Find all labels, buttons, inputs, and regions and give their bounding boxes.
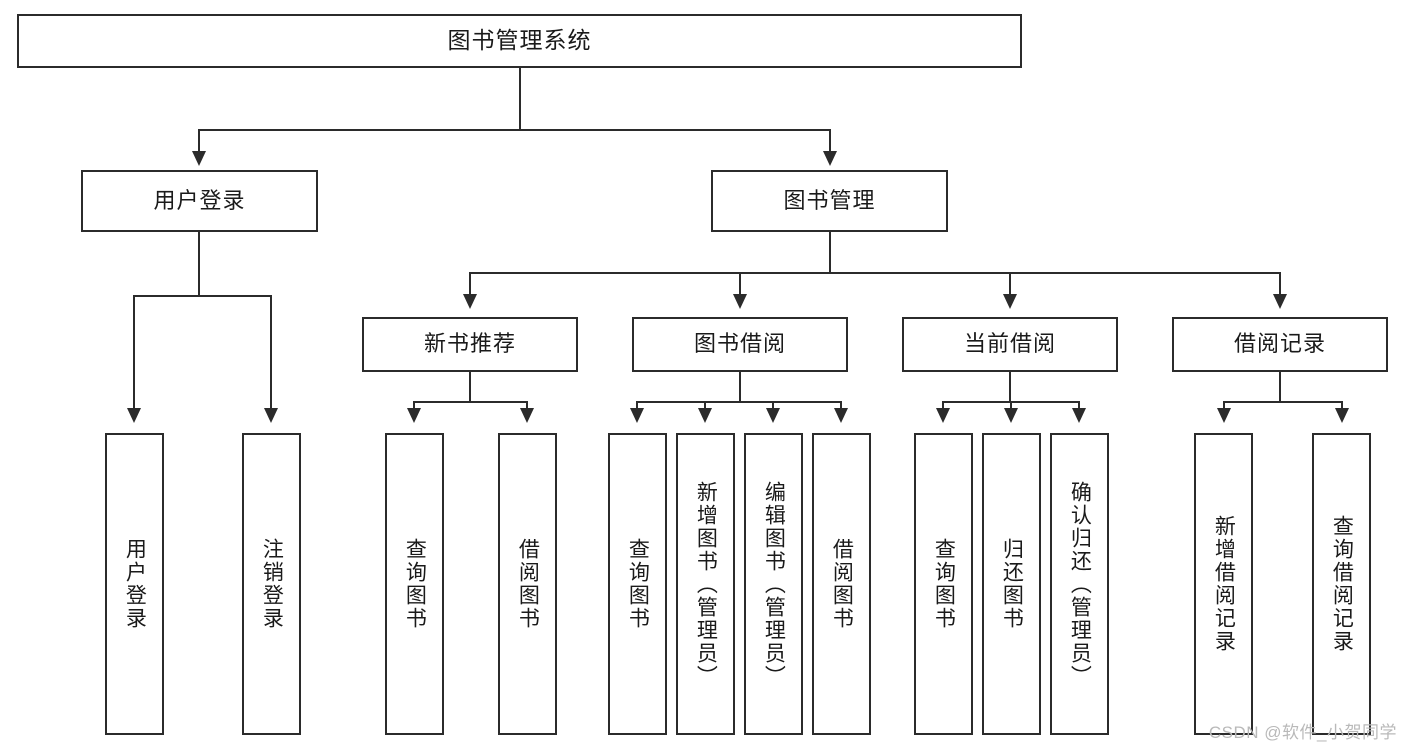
leaf-borrow-record-0[interactable]: 新增借阅记录 [1194, 433, 1253, 735]
edge-book-management-stem [829, 232, 831, 273]
edge-root-stem [519, 68, 521, 130]
arrow-user-login-to-leaf-1 [264, 408, 278, 423]
node-current-borrow[interactable]: 当前借阅 [902, 317, 1118, 372]
edge-bus-to-borrow-record [1279, 272, 1281, 296]
arrow-bus-to-book-borrow [733, 294, 747, 309]
edge-root-bus [198, 129, 831, 131]
edge-book-borrow-to-leaf-3 [840, 401, 842, 410]
edge-current-borrow-stem [1009, 372, 1011, 402]
edge-borrow-record-to-leaf-0 [1223, 401, 1225, 410]
arrow-bus-to-new-book [463, 294, 477, 309]
edge-book-borrow-stem [739, 372, 741, 402]
arrow-borrow-record-to-leaf-0 [1217, 408, 1231, 423]
leaf-user-login-1[interactable]: 注销登录 [242, 433, 301, 735]
edge-level3-bus [469, 272, 1281, 274]
leaf-book-borrow-1[interactable]: 新增图书（管理员） [676, 433, 735, 735]
node-book-borrow[interactable]: 图书借阅 [632, 317, 848, 372]
leaf-borrow-record-1[interactable]: 查询借阅记录 [1312, 433, 1371, 735]
arrow-borrow-record-to-leaf-1 [1335, 408, 1349, 423]
edge-new-book-stem [469, 372, 471, 402]
edge-borrow-record-stem [1279, 372, 1281, 402]
edge-book-borrow-to-leaf-1 [704, 401, 706, 410]
edge-book-borrow-to-leaf-0 [636, 401, 638, 410]
arrow-user-login-to-leaf-0 [127, 408, 141, 423]
edge-user-login-to-leaf-0 [133, 295, 135, 410]
edge-new-book-bus [413, 401, 528, 403]
edge-book-borrow-bus [636, 401, 841, 403]
leaf-current-borrow-1[interactable]: 归还图书 [982, 433, 1041, 735]
arrow-root-to-book-management [823, 151, 837, 166]
arrow-book-borrow-to-leaf-1 [698, 408, 712, 423]
leaf-new-book-1[interactable]: 借阅图书 [498, 433, 557, 735]
edge-current-borrow-to-leaf-0 [942, 401, 944, 410]
edge-user-login-stem [198, 232, 200, 296]
arrow-book-borrow-to-leaf-2 [766, 408, 780, 423]
edge-borrow-record-to-leaf-1 [1341, 401, 1343, 410]
arrow-bus-to-borrow-record [1273, 294, 1287, 309]
node-book-management[interactable]: 图书管理 [711, 170, 948, 232]
edge-current-borrow-to-leaf-2 [1078, 401, 1080, 410]
edge-new-book-to-leaf-0 [413, 401, 415, 410]
arrow-new-book-to-leaf-1 [520, 408, 534, 423]
arrow-current-borrow-to-leaf-1 [1004, 408, 1018, 423]
leaf-book-borrow-2[interactable]: 编辑图书（管理员） [744, 433, 803, 735]
leaf-new-book-0[interactable]: 查询图书 [385, 433, 444, 735]
arrow-book-borrow-to-leaf-3 [834, 408, 848, 423]
edge-root-to-book-management [829, 129, 831, 153]
edge-borrow-record-bus [1223, 401, 1342, 403]
edge-user-login-bus [133, 295, 271, 297]
leaf-user-login-0[interactable]: 用户登录 [105, 433, 164, 735]
arrow-book-borrow-to-leaf-0 [630, 408, 644, 423]
node-new-book-recommend[interactable]: 新书推荐 [362, 317, 578, 372]
arrow-bus-to-current-borrow [1003, 294, 1017, 309]
edge-bus-to-book-borrow [739, 272, 741, 296]
edge-book-borrow-to-leaf-2 [772, 401, 774, 410]
node-root-book-management-system[interactable]: 图书管理系统 [17, 14, 1022, 68]
arrow-current-borrow-to-leaf-2 [1072, 408, 1086, 423]
arrow-new-book-to-leaf-0 [407, 408, 421, 423]
arrow-root-to-user-login [192, 151, 206, 166]
edge-bus-to-new-book [469, 272, 471, 296]
leaf-current-borrow-2[interactable]: 确认归还（管理员） [1050, 433, 1109, 735]
leaf-book-borrow-0[interactable]: 查询图书 [608, 433, 667, 735]
leaf-book-borrow-3[interactable]: 借阅图书 [812, 433, 871, 735]
edge-root-to-user-login [198, 129, 200, 153]
leaf-current-borrow-0[interactable]: 查询图书 [914, 433, 973, 735]
edge-bus-to-current-borrow [1009, 272, 1011, 296]
edge-user-login-to-leaf-1 [270, 295, 272, 410]
edge-current-borrow-to-leaf-1 [1010, 401, 1012, 410]
edge-new-book-to-leaf-1 [526, 401, 528, 410]
arrow-current-borrow-to-leaf-0 [936, 408, 950, 423]
node-borrow-record[interactable]: 借阅记录 [1172, 317, 1388, 372]
node-user-login[interactable]: 用户登录 [81, 170, 318, 232]
